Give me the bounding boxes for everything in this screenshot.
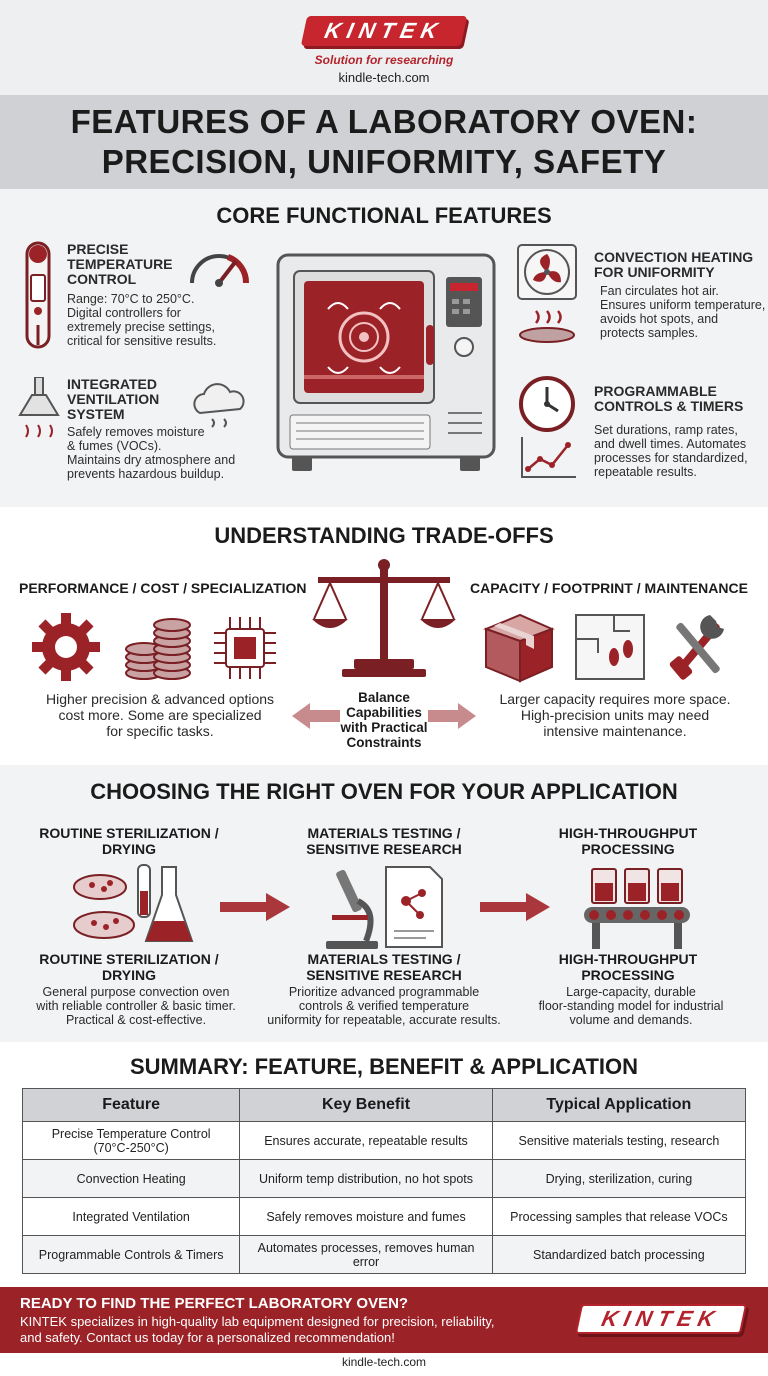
lab-oven-illustration [276,253,496,471]
tradeoff-right-text: Larger capacity requires more space.High… [499,691,731,739]
gear-icon [32,613,100,681]
gauge-icon [190,254,250,287]
site-url[interactable]: kindle-tech.com [338,70,430,85]
section-heading: UNDERSTANDING TRADE-OFFS [214,523,554,548]
column-header: Typical Application [491,1088,747,1122]
petri-dish-flask-icon [73,864,194,942]
table-cell: Sensitive materials testing, research [491,1121,747,1160]
logo-text: KINTEK [599,1306,723,1331]
ventilation-hood-icon [18,377,60,438]
application-heading-materials: MATERIALS TESTING /SENSITIVE RESEARCH [306,825,462,857]
table-row: Integrated Ventilation Safely removes mo… [21,1197,747,1236]
feature-text-temperature: Range: 70°C to 250°C.Digital controllers… [67,292,217,348]
convection-fan-icon [517,244,577,300]
feature-text-ventilation: Safely removes moisture& fumes (VOCs).Ma… [67,425,236,481]
clock-icon [519,376,575,432]
flow-arrow-icon [480,893,550,921]
tradeoff-left-heading: PERFORMANCE / COST / SPECIALIZATION [19,580,307,596]
title-band: FEATURES OF A LABORATORY OVEN: PRECISION… [0,95,768,189]
page-title: FEATURES OF A LABORATORY OVEN: PRECISION… [70,103,698,180]
column-header: Feature [21,1088,241,1122]
summary-section: SUMMARY: FEATURE, BENEFIT & APPLICATION … [0,1042,768,1287]
application-heading-routine: ROUTINE STERILIZATION /DRYING [39,825,219,857]
application-subheading-routine: ROUTINE STERILIZATION /DRYING [39,951,219,983]
floor-plan-icon [575,614,645,680]
table-row: Programmable Controls & Timers Automates… [21,1235,747,1274]
chart-icon [521,437,576,478]
table-header-row: Feature Key Benefit Typical Application [21,1088,747,1122]
feature-text-convection: Fan circulates hot air.Ensures uniform t… [600,284,766,340]
thermometer-icon [25,241,51,349]
tradeoffs-section: UNDERSTANDING TRADE-OFFS PERFORMANCE / C… [0,507,768,765]
footer-url[interactable]: kindle-tech.com [341,1355,427,1369]
arrow-left-icon [292,703,340,729]
table-cell: Convection Heating [21,1159,241,1198]
column-header: Key Benefit [239,1088,493,1122]
feature-text-programmable: Set durations, ramp rates,and dwell time… [594,423,748,479]
flow-arrow-icon [220,893,290,921]
tagline: Solution for researching [314,53,454,67]
tradeoff-right-heading: CAPACITY / FOOTPRINT / MAINTENANCE [470,580,748,596]
table-row: Precise Temperature Control(70°C-250°C) … [21,1121,747,1160]
kintek-logo-footer[interactable]: KINTEK [574,1304,748,1334]
table-cell: Processing samples that release VOCs [491,1197,747,1236]
package-box-icon [483,613,555,683]
microscope-report-icon [326,866,443,949]
summary-table: Feature Key Benefit Typical Application … [21,1088,747,1274]
heat-plate-icon [519,310,575,343]
coins-icon [125,618,191,680]
footer-text: KINTEK specializes in high-quality lab e… [20,1314,495,1345]
microchip-icon [214,617,276,679]
section-heading: CHOOSING THE RIGHT OVEN FOR YOUR APPLICA… [90,779,678,804]
balance-scale-icon [312,559,456,677]
section-heading: CORE FUNCTIONAL FEATURES [216,203,552,228]
kintek-logo[interactable]: KINTEK [300,16,468,46]
table-row: Convection Heating Uniform temp distribu… [21,1159,747,1198]
table-cell: Drying, sterilization, curing [491,1159,747,1198]
maintenance-tools-icon [669,615,724,680]
table-cell: Integrated Ventilation [21,1197,241,1236]
table-cell: Ensures accurate, repeatable results [239,1121,493,1160]
table-cell: Standardized batch processing [491,1235,747,1274]
logo-text: KINTEK [322,18,446,43]
fumes-cloud-icon [193,383,245,428]
footer-banner: READY TO FIND THE PERFECT LABORATORY OVE… [0,1287,768,1353]
table-cell: Programmable Controls & Timers [21,1235,241,1274]
applications-section: CHOOSING THE RIGHT OVEN FOR YOUR APPLICA… [0,765,768,1042]
table-cell: Precise Temperature Control(70°C-250°C) [21,1121,241,1160]
table-cell: Uniform temp distribution, no hot spots [239,1159,493,1198]
header: KINTEK Solution for researching kindle-t… [0,0,768,95]
application-subheading-materials: MATERIALS TESTING /SENSITIVE RESEARCH [306,951,462,983]
section-heading: SUMMARY: FEATURE, BENEFIT & APPLICATION [129,1054,639,1079]
footer-title: READY TO FIND THE PERFECT LABORATORY OVE… [20,1295,409,1312]
arrow-right-icon [428,703,476,729]
conveyor-belt-icon [584,868,690,949]
table-cell: Safely removes moisture and fumes [239,1197,493,1236]
